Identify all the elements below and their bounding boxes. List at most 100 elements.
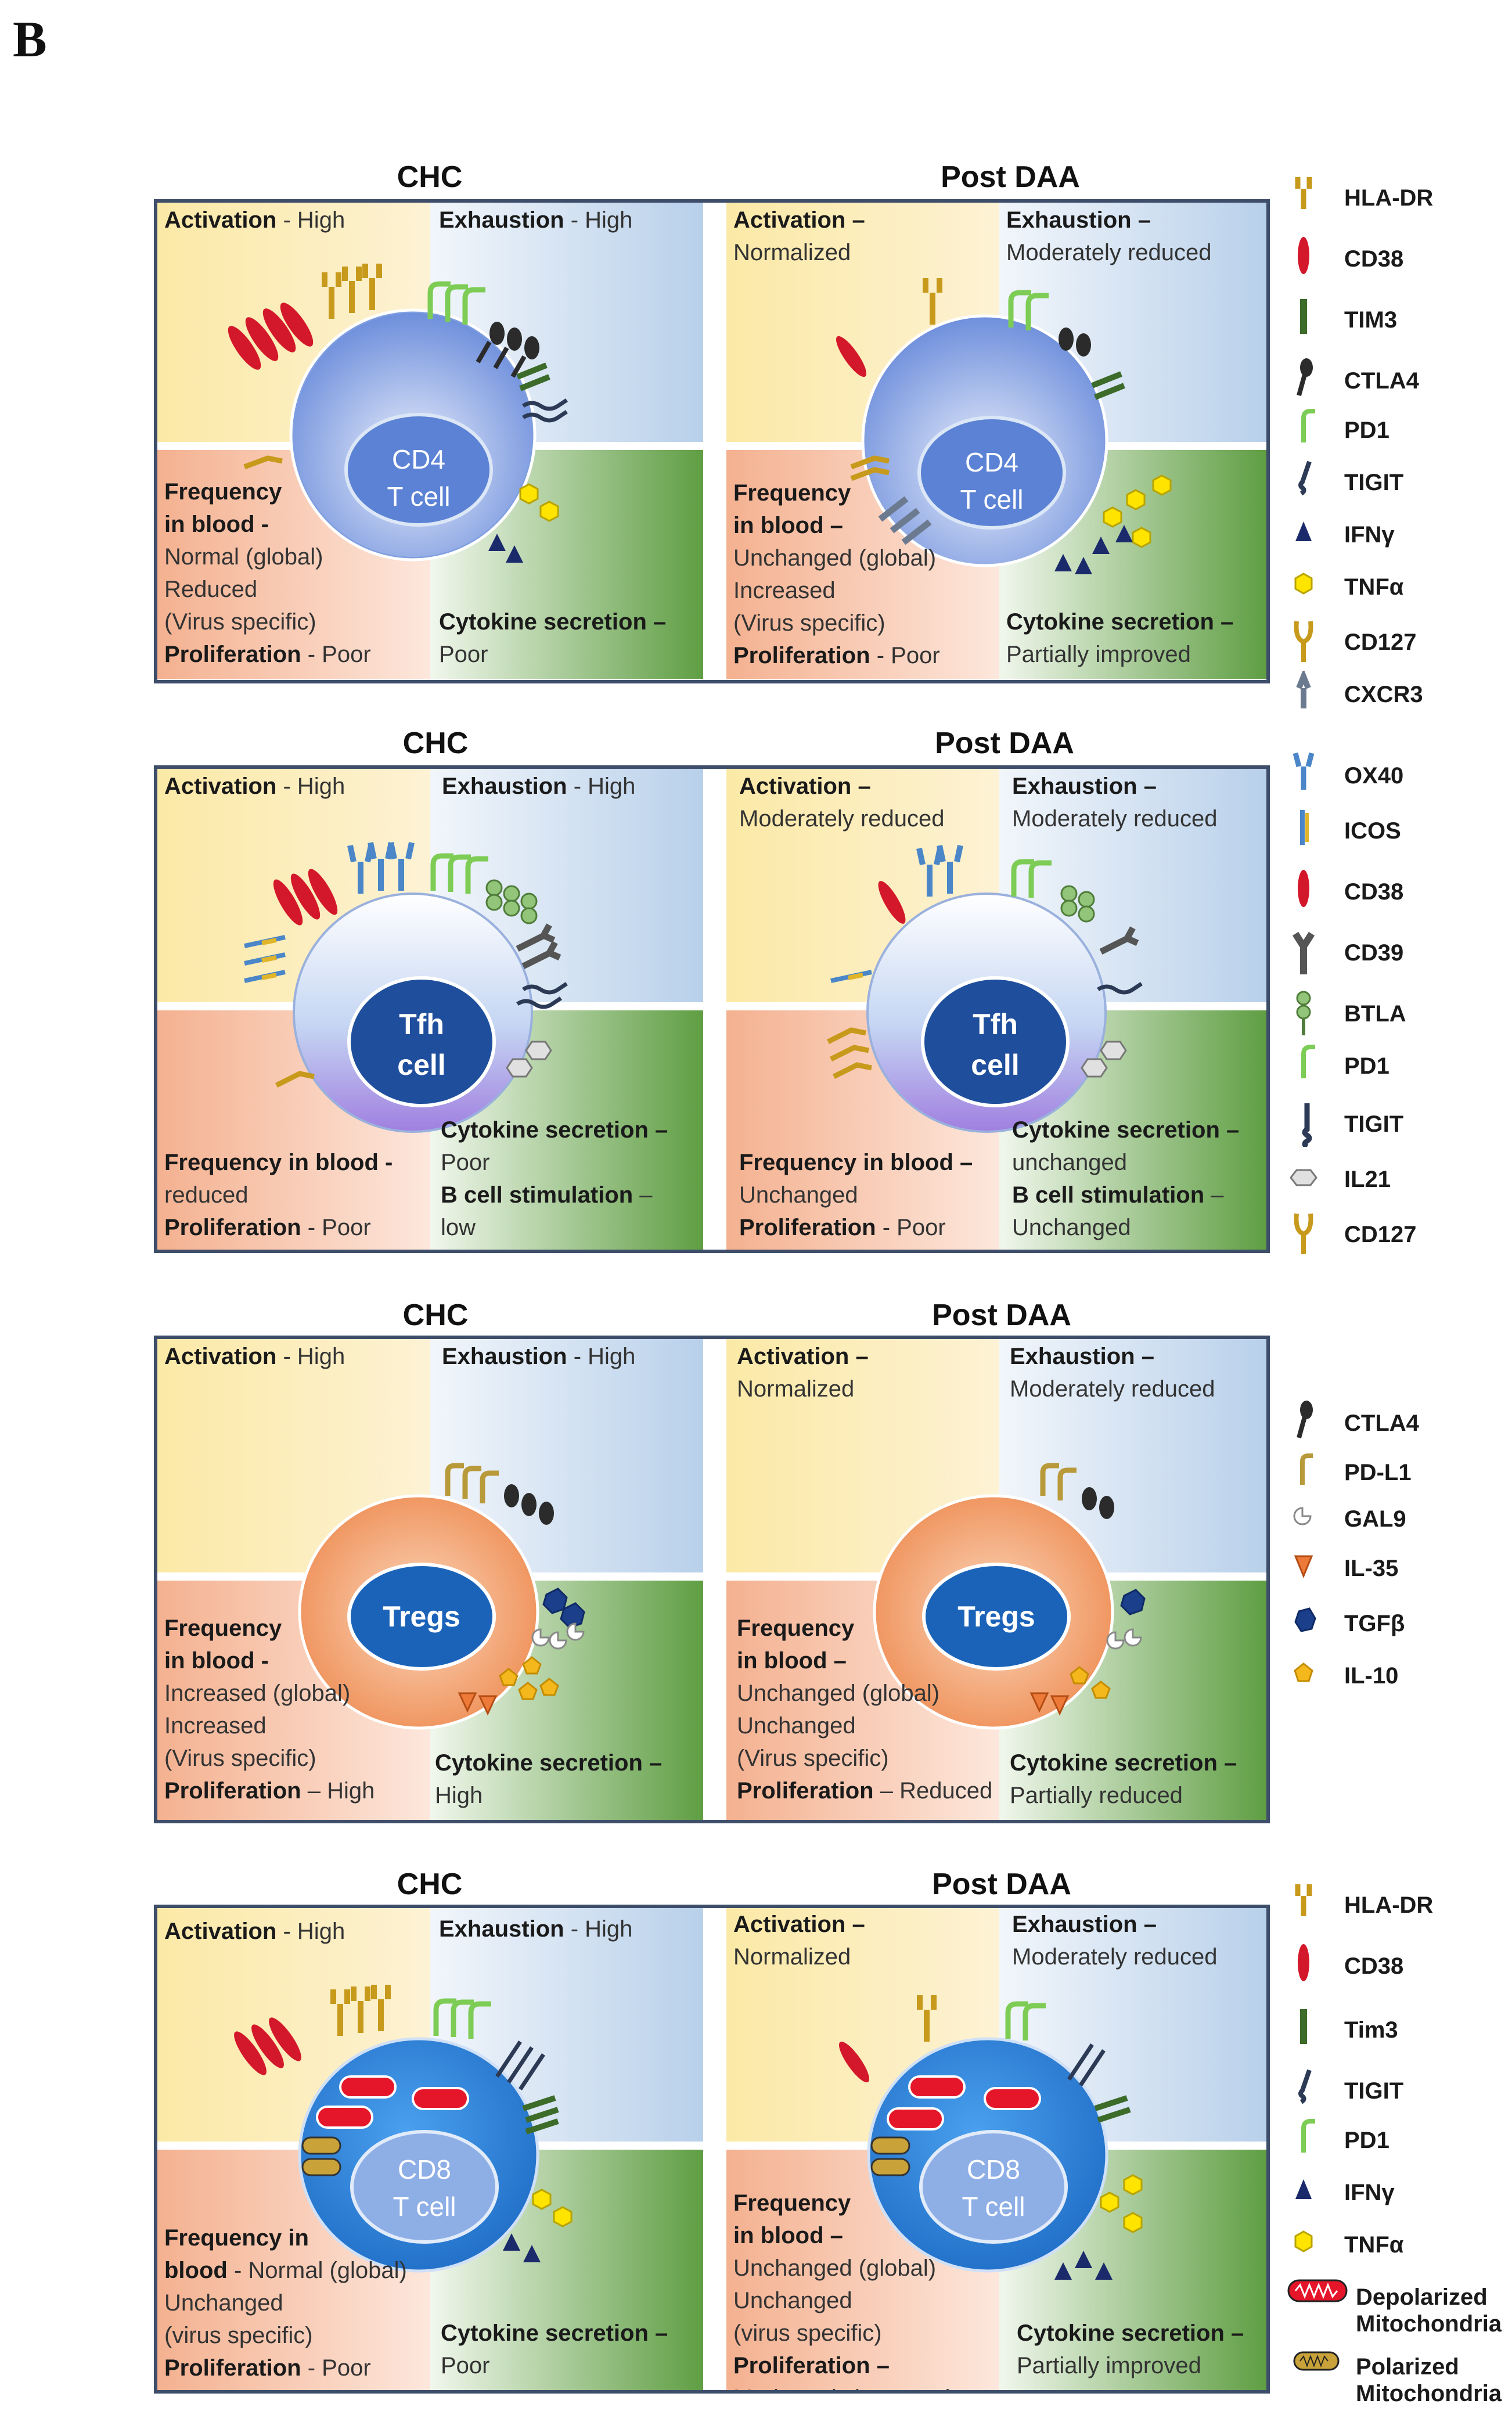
pd1-icon <box>1301 1045 1315 1078</box>
cd8-nucleus <box>350 2130 499 2244</box>
cytokine-text: Cytokine secretion –Partially improved <box>1017 2320 1244 2378</box>
exhaustion-text: Exhaustion - High <box>439 207 633 233</box>
legend-item: CTLA4 <box>1286 1399 1512 1446</box>
row2-left-title: CHC <box>402 726 469 760</box>
legend-item: TIGIT <box>1286 459 1512 505</box>
exhaustion-text: Exhaustion –Moderately reduced <box>1012 773 1218 832</box>
ox40-icon <box>1293 752 1315 790</box>
pd1-icon <box>1301 409 1315 442</box>
ifng-icon <box>1295 2179 1312 2199</box>
cytokine-text: Cytokine secretion –Poor B cell stimulat… <box>441 1117 668 1240</box>
exhaustion-text: Exhaustion - High <box>439 1916 633 1942</box>
ctla4-icon <box>1297 358 1313 397</box>
btla-icon <box>1296 991 1311 1035</box>
row4-right-title: Post DAA <box>932 1867 1071 1901</box>
tnfa-icon <box>1294 573 1313 595</box>
legend-item: Tim3 <box>1286 2006 1512 2053</box>
hla-dr-icon <box>1295 177 1312 209</box>
row1-right-title: Post DAA <box>941 160 1080 194</box>
cxcr3-icon <box>1296 671 1311 708</box>
tfh-nucleus <box>347 976 496 1107</box>
depolarized-mitochondria-icon <box>1287 2279 1348 2302</box>
row3-left-title: CHC <box>402 1298 469 1332</box>
icos-receptors <box>244 935 872 983</box>
legend-item: ICOS <box>1286 807 1512 854</box>
row2-cells-drawing <box>244 841 1143 1133</box>
row2-panel: Tfh cell Tfh cell Activation - High Exha… <box>154 765 1270 1253</box>
treg-nucleus <box>347 1563 496 1671</box>
legend-item: TIGIT <box>1286 1100 1512 1147</box>
cd4-cell-chc <box>289 308 537 562</box>
legend-item: HLA-DR <box>1286 1881 1512 1928</box>
pd1-icon <box>1301 2119 1315 2153</box>
tnfa-icon <box>1294 2230 1313 2252</box>
cd8-nucleus <box>919 2130 1068 2244</box>
row4-cells-drawing <box>234 1985 1143 2280</box>
legend-item: OX40 <box>1286 752 1512 798</box>
cell-label-line: cell <box>971 1049 1020 1081</box>
pd1-receptors <box>427 281 1049 330</box>
tigit-receptors <box>516 982 1143 1009</box>
exhaustion-text: Exhaustion - High <box>442 773 636 799</box>
row3-panel: Tregs Tregs Activation - High Exhaustion… <box>154 1336 1270 1823</box>
activation-text: Activation –Normalized <box>733 1912 865 1970</box>
legend-item: IL-35 <box>1286 1545 1512 1591</box>
cd127-receptors <box>243 455 890 481</box>
exhaustion-text: Exhaustion –Moderately reduced <box>1006 207 1212 265</box>
tigit-icon <box>1298 2069 1312 2104</box>
il-35-icon <box>1294 1555 1313 1578</box>
cell-label-line: Tregs <box>957 1600 1035 1633</box>
legend-item: CD127 <box>1286 618 1512 665</box>
gal9-icons <box>531 1622 1142 1650</box>
activation-text: Activation –Normalized <box>737 1344 869 1402</box>
icos-icon <box>1300 810 1309 845</box>
cd127-receptors <box>275 1027 872 1088</box>
cd39-icon <box>1292 931 1315 974</box>
ifn-triangles <box>503 2233 1113 2280</box>
legend-item: CD38 <box>1286 868 1512 915</box>
il10-pentagons <box>499 1656 1111 1700</box>
cell-label-line: T cell <box>387 481 451 512</box>
il35-triangles <box>458 1692 1070 1716</box>
tim3-icon <box>1300 2009 1307 2044</box>
legend-item: GAL9 <box>1286 1495 1512 1542</box>
ctla4-receptors <box>504 1484 1114 1525</box>
il-10-icon <box>1294 1662 1313 1682</box>
tigit-icon <box>1302 1103 1312 1147</box>
cd38-icon <box>1298 237 1309 274</box>
activation-text: Activation –Normalized <box>733 207 865 265</box>
tnf-hexagons <box>532 2174 1143 2233</box>
cell-label-line: CD4 <box>391 444 446 474</box>
row2-right-title: Post DAA <box>935 726 1074 760</box>
tgfb-hexagons <box>542 1588 1146 1629</box>
exhaustion-text: Exhaustion –Moderately reduced <box>1012 1912 1218 1970</box>
legend-item: TNFα <box>1286 2221 1512 2268</box>
cytokine-text: Cytokine secretion –unchanged B cell sti… <box>1012 1117 1240 1240</box>
activation-text: Activation - High <box>164 773 345 799</box>
treg-nucleus <box>922 1563 1071 1671</box>
tgfb-icon <box>1294 1607 1316 1632</box>
legend-item: IFNγ <box>1286 2169 1512 2215</box>
activation-text: Activation - High <box>164 207 345 233</box>
legend-item: PD1 <box>1286 2117 1512 2163</box>
cd4-cell-postdaa <box>861 314 1108 567</box>
cell-label-line: cell <box>397 1049 446 1081</box>
il21-icon <box>1290 1169 1317 1186</box>
cell-label-line: Tregs <box>383 1600 460 1633</box>
row4-left-title: CHC <box>397 1867 463 1901</box>
cytokine-text: Cytokine secretion –Partially improved <box>1006 609 1234 667</box>
legend-item: Depolarized Mitochondria <box>1286 2273 1512 2337</box>
activation-text: Activation - High <box>164 1344 345 1369</box>
activation-text: Activation –Moderately reduced <box>739 773 945 832</box>
legend-item: TNFα <box>1286 563 1512 610</box>
legend-item: CD39 <box>1286 929 1512 976</box>
ifng-icon <box>1295 521 1312 541</box>
depolarized-mitochondria <box>316 2075 1041 2131</box>
cytokine-text: Cytokine secretion –Poor <box>439 609 667 667</box>
ctla4-receptors <box>476 322 1091 378</box>
cell-label: Tregs <box>349 1599 494 1634</box>
tigit-icon <box>1298 460 1312 496</box>
cd127-icon <box>1294 621 1313 662</box>
